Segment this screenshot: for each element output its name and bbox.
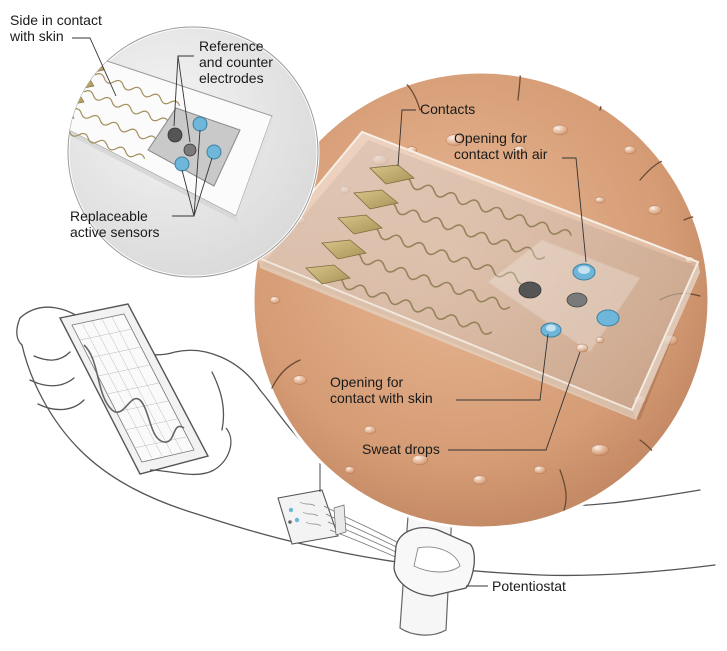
magnified-skin-view [251, 70, 711, 530]
leader-lines [72, 37, 587, 587]
underside-view [66, 25, 320, 279]
sensor-patch-enlarged [256, 130, 700, 420]
potentiostat-device [393, 527, 476, 597]
arm-sensor-patch [277, 489, 403, 561]
label-sweat-drops: Sweat drops [362, 441, 440, 457]
label-side-in-contact: Side in contact with skin [10, 12, 102, 44]
thumb-illustration [149, 427, 232, 476]
label-opening-skin: Opening for contact with skin [330, 374, 433, 406]
label-potentiostat: Potentiostat [492, 578, 566, 594]
smartphone-illustration [58, 303, 210, 475]
electrodes-enlarged [518, 263, 620, 338]
label-contacts: Contacts [420, 101, 476, 117]
label-opening-air: Opening for contact with air [454, 130, 548, 162]
label-reference-counter-electrodes: Reference and counter electrodes [199, 38, 273, 86]
label-replaceable-active-sensors: Replaceable active sensors [70, 208, 160, 240]
contact-pads [305, 164, 415, 285]
